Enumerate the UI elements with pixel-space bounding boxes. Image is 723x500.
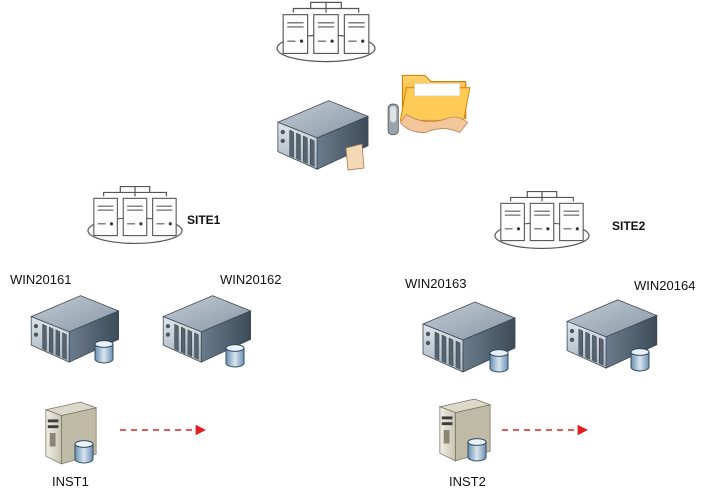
server-label-win20162: WIN20162 bbox=[220, 272, 282, 287]
file-share-paper-icon bbox=[345, 143, 365, 171]
database-icon bbox=[94, 340, 114, 364]
instance-label-inst2: INST2 bbox=[449, 474, 486, 489]
replication-arrow-site1 bbox=[120, 424, 207, 436]
site1-cluster-icon bbox=[86, 183, 184, 247]
database-icon bbox=[489, 349, 509, 373]
file-share-folder-icon bbox=[384, 60, 476, 144]
database-icon bbox=[225, 344, 245, 368]
server-label-win20164: WIN20164 bbox=[634, 278, 696, 293]
replication-arrow-site2 bbox=[502, 424, 589, 436]
database-icon bbox=[74, 440, 94, 464]
database-icon bbox=[467, 438, 487, 462]
database-icon bbox=[630, 348, 650, 372]
site2-cluster-icon bbox=[493, 188, 591, 252]
instance-label-inst1: INST1 bbox=[52, 474, 89, 489]
top-cluster-icon bbox=[275, 0, 377, 64]
site1-label: SITE1 bbox=[187, 213, 221, 227]
server-label-win20163: WIN20163 bbox=[405, 276, 467, 291]
server-label-win20161: WIN20161 bbox=[10, 272, 72, 287]
site2-label: SITE2 bbox=[612, 219, 646, 233]
